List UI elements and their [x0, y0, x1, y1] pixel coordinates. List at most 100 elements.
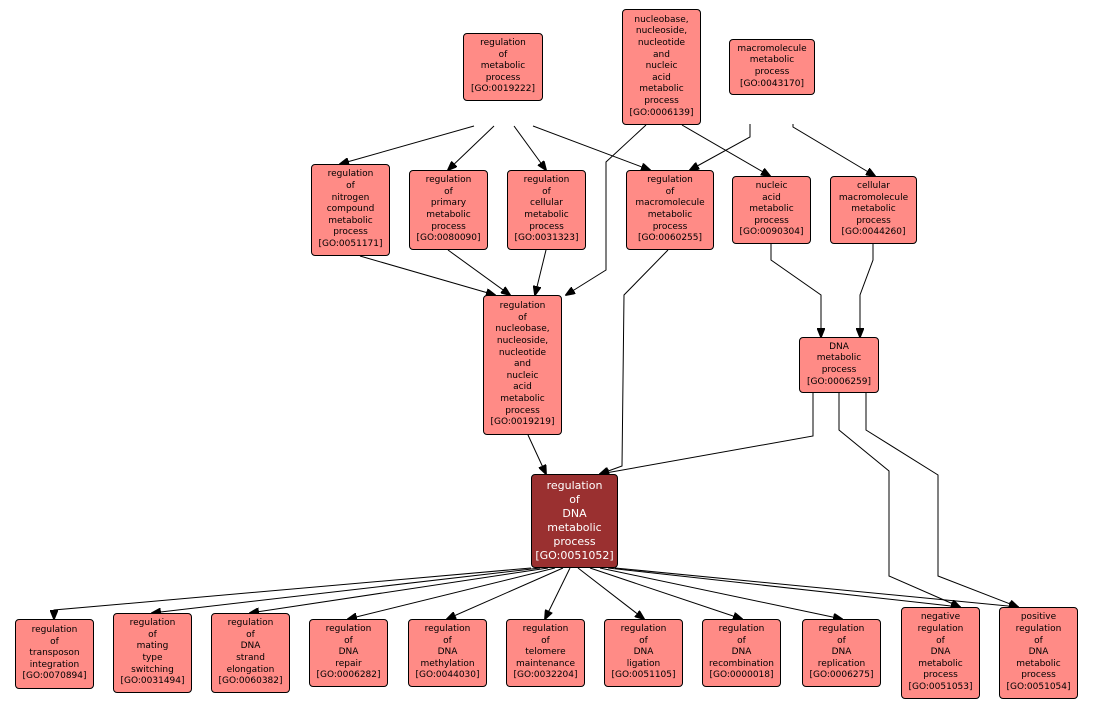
edge-go-0051052-to-go-0051053 [607, 567, 960, 607]
node-label-line: process [333, 227, 368, 238]
edge-go-0044260-to-go-0006259 [860, 244, 874, 337]
node-label-line: [GO:0060382] [218, 676, 283, 687]
node-label-line: nucleic [645, 61, 678, 72]
node-label-line: of [1034, 635, 1043, 646]
node-label-line: of [737, 635, 746, 646]
node-label-line: regulation [546, 479, 603, 492]
node-label-line: [GO:0051105] [611, 670, 676, 681]
edge-go-0006259-to-go-0051054 [865, 393, 1018, 607]
node-label-line: of [443, 635, 452, 646]
node-label-line: regulation [499, 301, 546, 312]
node-label-line: metabolic [639, 84, 684, 95]
node-label-line: regulation [325, 624, 372, 635]
node-label-line: of [665, 186, 675, 197]
node-label-line: and [653, 49, 670, 60]
node-label-line: metabolic [918, 658, 963, 669]
edge-go-0006259-to-go-0051052 [600, 393, 814, 474]
node-label-line: strand [236, 653, 265, 663]
node-label-line: [GO:0032204] [513, 670, 578, 681]
node-label-line: process [431, 221, 466, 232]
node-label-line: process [856, 215, 891, 226]
node-label-line: [GO:0090304] [739, 227, 804, 238]
node-label-line: nucleoside, [635, 26, 688, 37]
node-label-line: metabolic [547, 521, 602, 534]
node-label-line: regulation [129, 618, 176, 629]
node-label-line: [GO:0044030] [415, 670, 480, 681]
node-label-line: ligation [626, 658, 661, 669]
node-label-line: of [246, 629, 255, 640]
node-label-line: positive [1020, 612, 1057, 623]
edge-go-0080090-to-go-0019219 [447, 249, 510, 295]
node-label-line: [GO:0043170] [739, 78, 805, 89]
node-label-line: process [505, 405, 540, 416]
edge-go-0051052-to-go-0006282 [348, 567, 556, 619]
node-label-line: of [541, 635, 550, 646]
edge-go-0051052-to-go-0051054 [614, 567, 1018, 607]
node-label-line: of [936, 635, 945, 646]
edge-go-0043170-to-go-0044260 [792, 124, 875, 176]
node-label-line: telomere [525, 647, 566, 658]
node-label-line: nucleic [755, 181, 788, 192]
node-label-line: process [652, 221, 688, 232]
node-label-line: cellular [530, 198, 563, 209]
edge-go-0051052-to-go-0044030 [447, 567, 564, 619]
node-label-line: of [50, 636, 59, 647]
node-label-line: regulation [327, 169, 374, 180]
node-label-line: macromolecule [838, 192, 909, 203]
node-label-line: DNA [562, 507, 587, 520]
edge-go-0051052-to-go-0031494 [152, 567, 541, 613]
node-label-line: metabolic [426, 210, 471, 220]
node-label-line: nucleotide [637, 38, 686, 49]
node-label-line: nucleotide [498, 347, 547, 358]
node-label-line: switching [131, 664, 174, 675]
node-label-line: regulation [620, 624, 667, 635]
node-label-line: metabolic [647, 210, 693, 220]
edge-go-0051052-to-go-0006275 [599, 567, 842, 619]
node-label-line: compound [326, 204, 375, 215]
node-label-line: [GO:0051171] [318, 238, 383, 249]
node-label-line: [GO:0060255] [637, 233, 703, 244]
node-label-line: metabolic [500, 393, 545, 404]
node-label-line: DNA [240, 641, 261, 652]
edge-go-0051171-to-go-0019219 [359, 255, 495, 295]
node-label-line: metabolic [1016, 658, 1061, 669]
node-label-line: acid [513, 382, 532, 393]
edge-go-0060255-to-go-0051052 [600, 249, 669, 474]
node-label-line: [GO:0006139] [629, 107, 694, 118]
node-label-line: DNA [338, 647, 359, 658]
node-label-line: [GO:0006259] [806, 376, 872, 387]
node-label-line: primary [430, 198, 467, 209]
node-label-line: [GO:0051052] [535, 549, 614, 562]
node-label-line: acid [762, 192, 781, 203]
node-label-line: metabolic [749, 55, 795, 66]
edge-go-0051052-to-go-0051105 [577, 567, 644, 619]
node-label-line: mating [136, 641, 169, 652]
node-label-line: macromolecule [737, 43, 807, 54]
node-label-line: DNA [829, 341, 849, 352]
node-label-line: metabolic [749, 204, 794, 215]
node-label-line: transposon [29, 648, 80, 659]
